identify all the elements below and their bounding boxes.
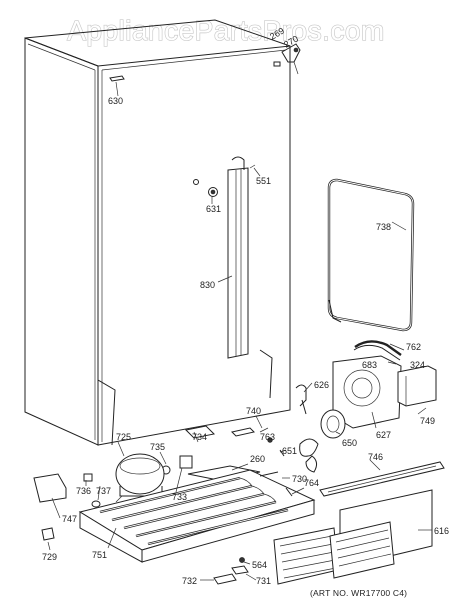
access-cover [273, 489, 433, 585]
callout-631: 631 [206, 204, 221, 214]
callout-762: 762 [406, 342, 421, 352]
heater-loop [327, 178, 415, 332]
callout-736: 736 [76, 486, 91, 496]
cabinet-case [24, 19, 301, 446]
callout-749: 749 [420, 416, 435, 426]
callout-324: 324 [410, 360, 425, 370]
callout-746: 746 [368, 452, 383, 462]
callout-737: 737 [96, 486, 111, 496]
callout-651: 651 [282, 446, 297, 456]
callout-260: 260 [250, 454, 265, 464]
callout-564: 564 [252, 560, 267, 570]
callout-733: 733 [172, 492, 187, 502]
callout-650: 650 [342, 438, 357, 448]
callout-751: 751 [92, 550, 107, 560]
callout-725: 725 [116, 432, 131, 442]
callout-729: 729 [42, 552, 57, 562]
art-number: (ART NO. WR17700 C4) [310, 588, 407, 598]
watermark-text: AppliancePartsPros.com [67, 15, 385, 46]
callout-627: 627 [376, 430, 391, 440]
callout-730: 730 [292, 474, 307, 484]
callout-616: 616 [434, 526, 449, 536]
loose-hardware [33, 437, 293, 585]
callout-734: 734 [192, 432, 207, 442]
callout-731: 731 [256, 576, 271, 586]
callout-763: 763 [260, 432, 275, 442]
callout-labels: 269 270 630 551 631 738 830 762 683 324 … [42, 26, 449, 586]
callout-626: 626 [314, 380, 329, 390]
callout-630: 630 [108, 96, 123, 106]
callout-551: 551 [256, 176, 271, 186]
callout-740: 740 [246, 406, 261, 416]
compressor [115, 453, 167, 503]
leader-lines [47, 81, 432, 581]
callout-764: 764 [304, 478, 319, 488]
condenser-fan-assembly [295, 340, 437, 473]
callout-683: 683 [362, 360, 377, 370]
condenser-and-base [78, 461, 445, 563]
compressor-electrical-parts [161, 425, 261, 481]
callout-735: 735 [150, 442, 165, 452]
callout-747: 747 [62, 514, 77, 524]
callout-732: 732 [182, 576, 197, 586]
callout-738: 738 [376, 222, 391, 232]
callout-830: 830 [200, 280, 215, 290]
